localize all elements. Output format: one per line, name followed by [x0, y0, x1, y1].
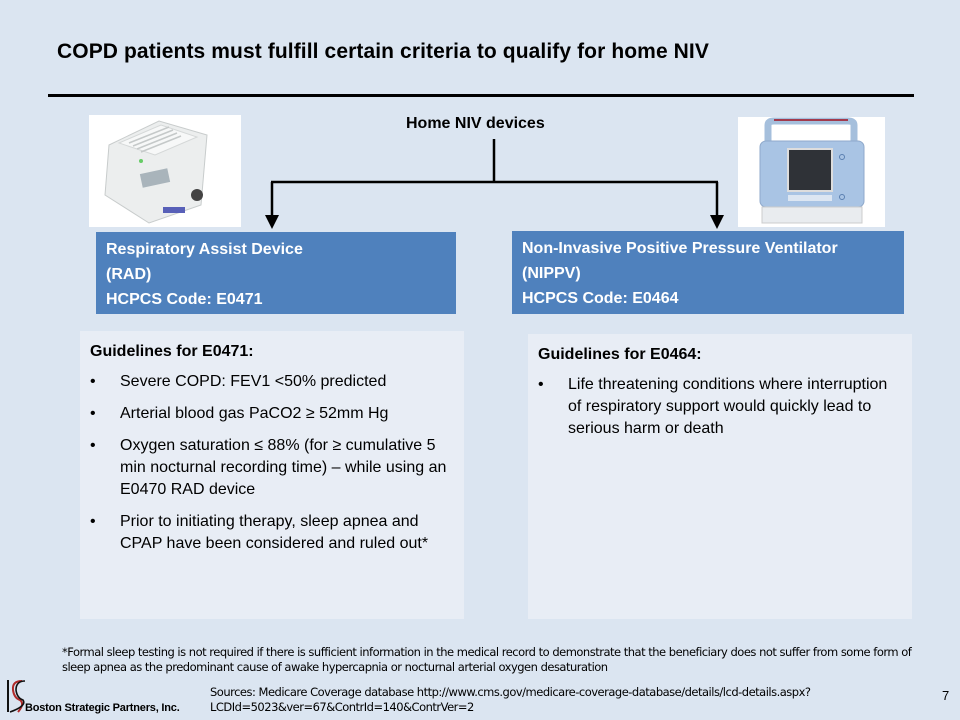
rad-device-photo: [89, 115, 241, 227]
bullet: •: [90, 373, 96, 390]
footnote: *Formal sleep testing is not required if…: [62, 645, 912, 674]
device-abbrev: (RAD): [106, 266, 152, 283]
slide-title: COPD patients must fulfill certain crite…: [57, 40, 709, 63]
guideline-text: Arterial blood gas PaCO2 ≥ 52mm Hg: [120, 405, 389, 422]
company-name: Boston Strategic Partners, Inc.: [25, 702, 180, 714]
device-code: HCPCS Code: E0471: [106, 291, 263, 308]
device-box-rad: Respiratory Assist Device (RAD) HCPCS Co…: [96, 232, 456, 314]
guideline-text: Prior to initiating therapy, sleep apnea…: [120, 513, 429, 552]
device-name: Respiratory Assist Device: [106, 241, 303, 258]
guideline-text: Severe COPD: FEV1 <50% predicted: [120, 373, 387, 390]
guideline-text: Oxygen saturation ≤ 88% (for ≥ cumulativ…: [120, 437, 447, 498]
company-logo-icon: [6, 678, 26, 719]
bullet: •: [538, 376, 544, 393]
tree-root-label: Home NIV devices: [406, 115, 545, 132]
title-divider: [48, 94, 914, 97]
bullet: •: [90, 513, 96, 530]
arrow-down-icon: [265, 215, 279, 229]
bullet: •: [90, 437, 96, 454]
guidelines-e0464: Guidelines for E0464: • Life threatening…: [528, 334, 912, 619]
guideline-item: • Life threatening conditions where inte…: [538, 374, 902, 440]
device-code: HCPCS Code: E0464: [522, 290, 679, 307]
arrow-down-icon: [710, 215, 724, 229]
guidelines-heading: Guidelines for E0471:: [90, 343, 254, 360]
guideline-item: • Oxygen saturation ≤ 88% (for ≥ cumulat…: [90, 435, 454, 501]
guideline-text: Life threatening conditions where interr…: [568, 376, 888, 437]
page-number: 7: [942, 688, 950, 703]
device-box-nippv: Non-Invasive Positive Pressure Ventilato…: [512, 231, 904, 314]
device-name: Non-Invasive Positive Pressure Ventilato…: [522, 240, 838, 257]
guideline-item: • Severe COPD: FEV1 <50% predicted: [90, 371, 454, 393]
bullet: •: [90, 405, 96, 422]
guideline-item: • Prior to initiating therapy, sleep apn…: [90, 511, 454, 555]
sources-note: Sources: Medicare Coverage database http…: [210, 685, 811, 714]
device-abbrev: (NIPPV): [522, 265, 581, 282]
guidelines-e0471: Guidelines for E0471: • Severe COPD: FEV…: [80, 331, 464, 619]
guidelines-heading: Guidelines for E0464:: [538, 346, 702, 363]
nippv-device-photo: [738, 117, 885, 227]
tree-connector: [265, 139, 724, 229]
guideline-item: • Arterial blood gas PaCO2 ≥ 52mm Hg: [90, 403, 454, 425]
